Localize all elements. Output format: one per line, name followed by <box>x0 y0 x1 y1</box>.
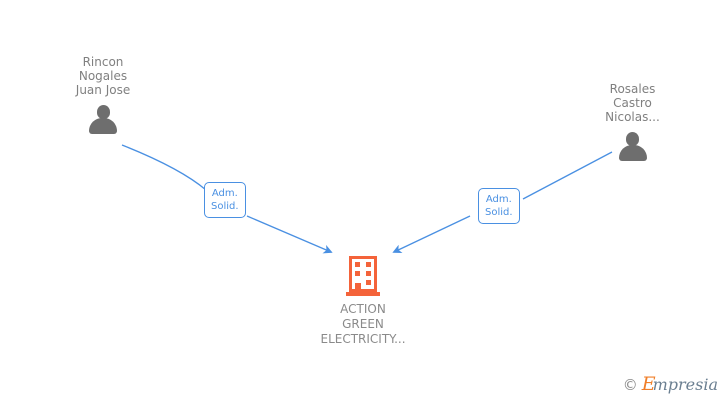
edge-line-right <box>522 151 613 200</box>
person-icon-body <box>89 118 117 134</box>
person-node-rincon-nogales-juan-jose[interactable]: Rincon Nogales Juan Jose <box>38 55 168 135</box>
building-icon-window <box>366 271 371 276</box>
edge-line-left <box>121 144 207 191</box>
watermark-empresia: © Empresia <box>623 375 718 394</box>
brand-name: mpresia <box>652 375 718 394</box>
edge-label-left[interactable]: Adm. Solid. <box>204 182 246 218</box>
person-node-label: Rincon Nogales Juan Jose <box>75 55 131 97</box>
building-icon-base <box>346 292 380 296</box>
building-icon-window <box>366 262 371 267</box>
person-node-label: Rosales Castro Nicolas... <box>605 82 660 124</box>
edge-arrow-left <box>246 215 333 254</box>
building-icon-window <box>355 262 360 267</box>
edge-label-right[interactable]: Adm. Solid. <box>478 188 520 224</box>
edge-arrow-right <box>392 215 471 253</box>
company-node-label: ACTION GREEN ELECTRICITY... <box>320 302 406 346</box>
person-icon-body <box>618 145 647 161</box>
brand-initial: E <box>641 373 656 395</box>
building-icon-door <box>355 283 361 292</box>
person-icon-head <box>626 132 639 146</box>
building-icon-tower <box>349 256 377 292</box>
person-icon <box>86 105 120 135</box>
building-icon-window <box>355 271 360 276</box>
building-icon <box>346 256 380 296</box>
building-icon-window <box>366 280 371 285</box>
company-node-action-green-electricity[interactable]: ACTION GREEN ELECTRICITY... <box>278 256 448 347</box>
person-icon <box>616 132 650 162</box>
person-node-rosales-castro-nicolas[interactable]: Rosales Castro Nicolas... <box>570 82 695 162</box>
person-icon-head <box>96 105 110 119</box>
copyright-symbol: © <box>622 376 638 394</box>
